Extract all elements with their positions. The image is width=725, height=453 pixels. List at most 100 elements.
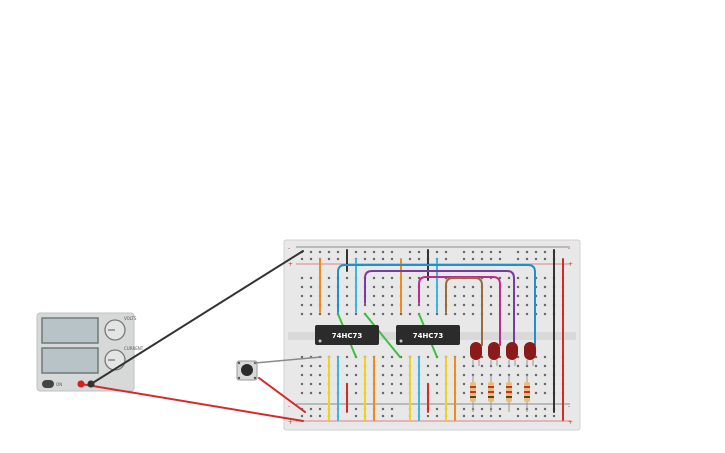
breadboard-hole bbox=[462, 312, 466, 316]
breadboard-hole bbox=[390, 355, 394, 359]
push-button-leg-1 bbox=[237, 361, 241, 365]
breadboard-hole bbox=[309, 250, 313, 254]
breadboard-hole bbox=[435, 382, 439, 386]
breadboard-hole bbox=[363, 303, 367, 307]
breadboard-hole bbox=[300, 382, 304, 386]
wire-blue-arch[interactable] bbox=[337, 264, 536, 346]
breadboard-hole bbox=[525, 285, 529, 289]
breadboard-hole bbox=[309, 364, 313, 368]
breadboard-hole bbox=[426, 414, 430, 418]
bottom-plus-sign: + bbox=[288, 419, 293, 426]
breadboard-hole bbox=[399, 391, 403, 395]
breadboard-hole bbox=[525, 250, 529, 254]
breadboard-hole bbox=[516, 414, 520, 418]
breadboard-hole bbox=[390, 373, 394, 377]
power-switch[interactable] bbox=[42, 380, 54, 388]
top-rail-holes bbox=[300, 250, 556, 261]
chip-1[interactable]: 74HC73 bbox=[315, 325, 379, 345]
breadboard-hole bbox=[516, 276, 520, 280]
voltage-knob-label: VOLTS bbox=[124, 316, 137, 321]
wire-button-gray[interactable] bbox=[254, 356, 322, 364]
breadboard-hole bbox=[462, 407, 466, 411]
breadboard-hole bbox=[300, 276, 304, 280]
breadboard-hole bbox=[462, 285, 466, 289]
wire-green-2[interactable] bbox=[364, 313, 401, 358]
breadboard-hole bbox=[543, 391, 547, 395]
breadboard-hole bbox=[336, 257, 340, 261]
breadboard-hole bbox=[498, 276, 502, 280]
breadboard-hole bbox=[426, 294, 430, 298]
breadboard-hole bbox=[372, 294, 376, 298]
resistor-2[interactable] bbox=[488, 375, 494, 412]
breadboard-hole bbox=[462, 373, 466, 377]
breadboard-hole bbox=[471, 414, 475, 418]
breadboard-hole bbox=[435, 250, 439, 254]
breadboard-hole bbox=[516, 257, 520, 261]
breadboard-hole bbox=[390, 391, 394, 395]
external-wires[interactable] bbox=[77, 250, 322, 422]
wire-purple-arch[interactable] bbox=[364, 270, 515, 346]
breadboard-hole bbox=[534, 373, 538, 377]
breadboard-hole bbox=[498, 355, 502, 359]
breadboard-hole bbox=[516, 407, 520, 411]
led-2[interactable] bbox=[488, 342, 500, 366]
breadboard-hole bbox=[516, 285, 520, 289]
resistor-3[interactable] bbox=[506, 375, 512, 412]
led-4[interactable] bbox=[524, 342, 536, 366]
breadboard-hole bbox=[345, 364, 349, 368]
breadboard-hole bbox=[417, 276, 421, 280]
resistor-4[interactable] bbox=[524, 375, 530, 412]
breadboard-hole bbox=[309, 285, 313, 289]
breadboard-wires[interactable] bbox=[319, 249, 564, 421]
led-3[interactable] bbox=[506, 342, 518, 366]
wire-brown-arch[interactable] bbox=[445, 277, 483, 346]
chip-1-label: 74HC73 bbox=[332, 332, 363, 340]
breadboard-hole bbox=[300, 414, 304, 418]
breadboard-hole bbox=[399, 364, 403, 368]
breadboard-hole bbox=[300, 303, 304, 307]
breadboard-hole bbox=[381, 250, 385, 254]
leds[interactable] bbox=[470, 342, 536, 366]
breadboard-hole bbox=[345, 285, 349, 289]
wire-psu-positive[interactable] bbox=[80, 383, 304, 422]
bottom-minus-sign: - bbox=[288, 403, 290, 410]
breadboard-hole bbox=[516, 391, 520, 395]
breadboard-hole bbox=[489, 285, 493, 289]
breadboard-hole bbox=[489, 257, 493, 261]
breadboard-hole bbox=[318, 414, 322, 418]
push-button[interactable] bbox=[236, 360, 258, 381]
led-1[interactable] bbox=[470, 342, 482, 366]
breadboard-hole bbox=[381, 312, 385, 316]
breadboard-hole bbox=[534, 414, 538, 418]
breadboard-hole bbox=[426, 285, 430, 289]
wire-psu-negative[interactable] bbox=[90, 250, 304, 385]
breadboard-hole bbox=[525, 303, 529, 307]
resistor-1[interactable] bbox=[470, 375, 476, 412]
breadboard-hole bbox=[489, 294, 493, 298]
breadboard-hole bbox=[543, 373, 547, 377]
breadboard-hole bbox=[498, 407, 502, 411]
current-display bbox=[41, 347, 99, 374]
breadboard-hole bbox=[534, 364, 538, 368]
breadboard-hole bbox=[318, 373, 322, 377]
breadboard-hole bbox=[381, 285, 385, 289]
breadboard-hole bbox=[417, 250, 421, 254]
breadboard-hole bbox=[471, 303, 475, 307]
breadboard-hole bbox=[543, 285, 547, 289]
breadboard-hole bbox=[417, 303, 421, 307]
breadboard-hole bbox=[534, 355, 538, 359]
push-button-cap[interactable] bbox=[241, 364, 253, 376]
breadboard-hole bbox=[390, 407, 394, 411]
wire-button-red[interactable] bbox=[258, 377, 306, 413]
breadboard-hole bbox=[354, 414, 358, 418]
chip-2[interactable]: 74HC73 bbox=[396, 325, 460, 345]
breadboard-hole bbox=[345, 312, 349, 316]
breadboard-hole bbox=[498, 373, 502, 377]
resistor-2-band-3 bbox=[488, 396, 494, 398]
breadboard-hole bbox=[381, 364, 385, 368]
breadboard-hole bbox=[399, 382, 403, 386]
breadboard-hole bbox=[399, 312, 403, 316]
resistors[interactable] bbox=[470, 375, 530, 412]
breadboard-hole bbox=[300, 364, 304, 368]
power-supply[interactable]: VOLTS CURRENT ON bbox=[36, 312, 144, 392]
